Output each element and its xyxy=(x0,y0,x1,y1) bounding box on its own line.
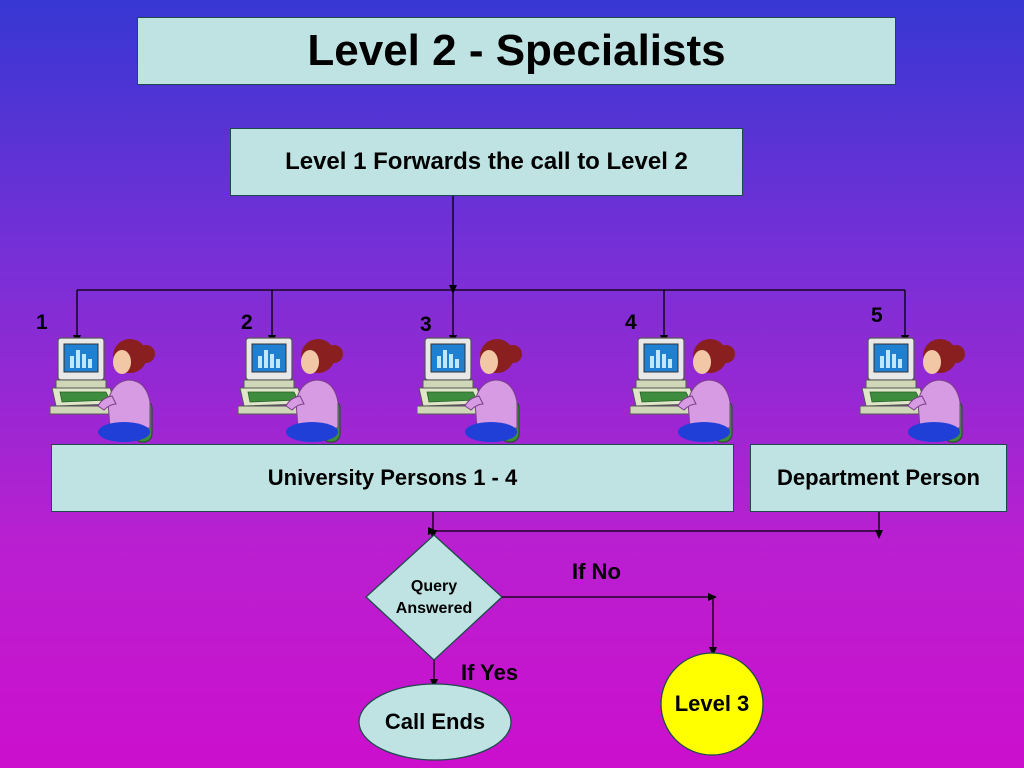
level3-label: Level 3 xyxy=(661,653,763,755)
if-yes-label: If Yes xyxy=(461,660,518,686)
page-title: Level 2 - Specialists xyxy=(137,17,896,85)
person-at-computer-icon xyxy=(630,332,740,444)
person-at-computer-icon xyxy=(238,332,348,444)
person-number-1: 1 xyxy=(36,311,48,335)
decision-label: Query Answered xyxy=(380,576,488,620)
forward-box: Level 1 Forwards the call to Level 2 xyxy=(230,128,743,196)
university-persons-box: University Persons 1 - 4 xyxy=(51,444,734,512)
person-at-computer-icon xyxy=(50,332,160,444)
person-number-5: 5 xyxy=(871,304,883,328)
person-at-computer-icon xyxy=(417,332,527,444)
if-no-label: If No xyxy=(572,559,621,585)
decision-label-line2: Answered xyxy=(380,598,488,620)
decision-label-line1: Query xyxy=(380,576,488,598)
call-ends-label: Call Ends xyxy=(358,684,512,760)
department-person-box: Department Person xyxy=(750,444,1007,512)
person-at-computer-icon xyxy=(860,332,970,444)
